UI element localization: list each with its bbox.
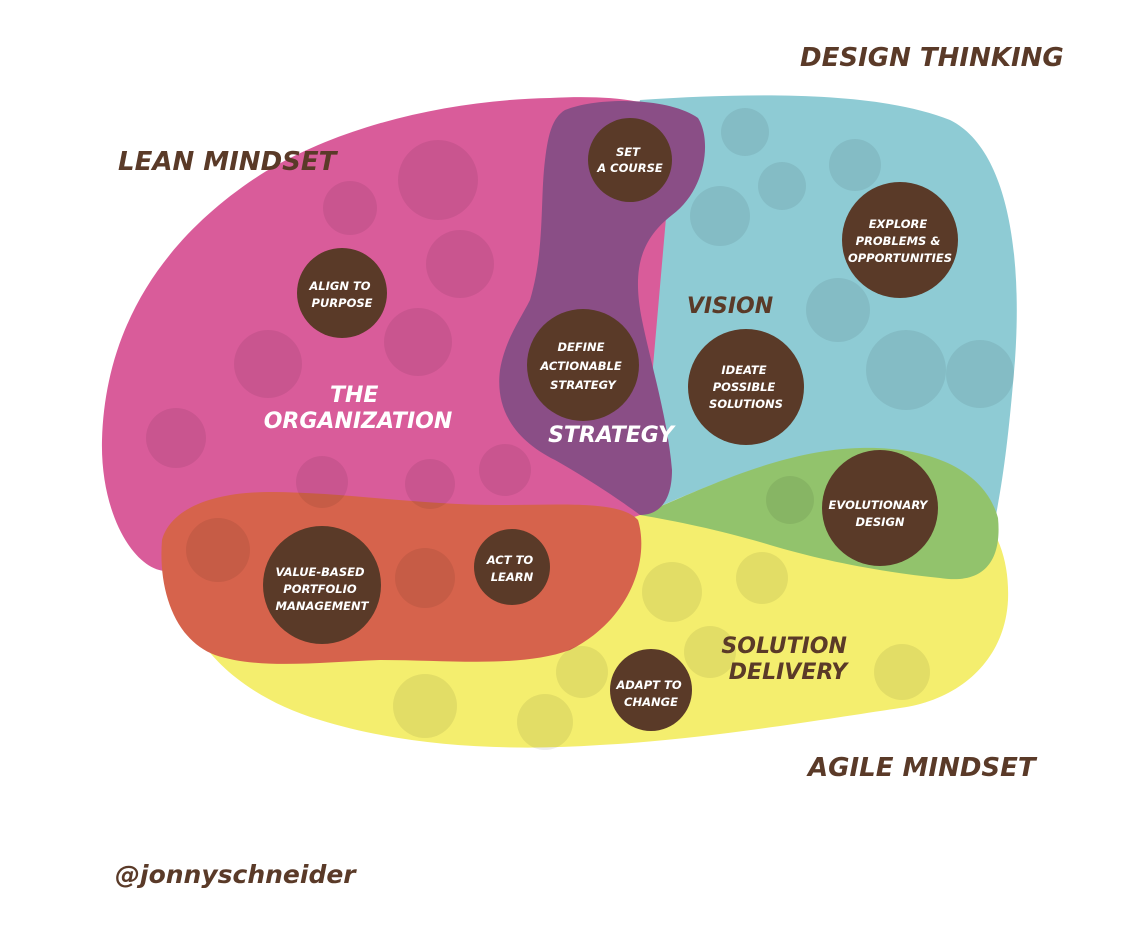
node-align-to-purpose: ALIGN TO PURPOSE	[297, 248, 387, 338]
node-define-actionable-strategy-circle	[527, 309, 639, 421]
node-value-portfolio-circle	[263, 526, 381, 644]
node-evolutionary-design-line-2: DESIGN	[855, 515, 904, 529]
solution-delivery-line-2: DELIVERY	[729, 660, 849, 685]
node-act-to-learn-line-2: LEARN	[491, 570, 534, 584]
svg-text:VALUE-BASED PORTFOLIO: VALUE-BASED PORTFOLIO MANAGEMENT	[275, 565, 369, 613]
node-act-to-learn: ACT TO LEARN	[474, 529, 550, 605]
node-set-a-course-line-1: SET	[616, 145, 641, 159]
node-define-strategy-line-1: DEFINE	[557, 340, 604, 354]
node-explore-problems-line-2: PROBLEMS &	[856, 234, 941, 248]
agile-mindset-label: AGILE MINDSET	[806, 753, 1038, 783]
node-evolutionary-design-line-1: EVOLUTIONARY	[829, 498, 930, 512]
node-align-to-purpose-line-2: PURPOSE	[312, 296, 373, 310]
node-ideate-solutions-circle	[688, 329, 804, 445]
node-set-a-course-line-2: A COURSE	[596, 161, 663, 175]
node-define-strategy-line-3: STRATEGY	[550, 378, 617, 392]
node-define-actionable-strategy: DEFINE ACTIONABLE STRATEGY	[527, 309, 639, 421]
node-value-based-portfolio: VALUE-BASED PORTFOLIO MANAGEMENT	[263, 526, 381, 644]
organization-label-line-1: THE	[330, 383, 378, 408]
node-adapt-to-change-circle	[610, 649, 692, 731]
solution-delivery-label: SOLUTION DELIVERY	[721, 634, 854, 685]
organization-label: THE ORGANIZATION	[264, 383, 453, 434]
vision-label: VISION	[687, 294, 773, 319]
node-align-to-purpose-line-1: ALIGN TO	[308, 279, 370, 293]
node-adapt-to-change: ADAPT TO CHANGE	[610, 649, 692, 731]
lean-mindset-label: LEAN MINDSET	[118, 147, 339, 177]
node-set-a-course: SET A COURSE	[588, 118, 672, 202]
node-set-a-course-circle	[588, 118, 672, 202]
node-explore-problems-line-3: OPPORTUNITIES	[848, 251, 952, 265]
node-adapt-to-change-line-2: CHANGE	[624, 695, 678, 709]
node-adapt-to-change-line-1: ADAPT TO	[615, 678, 681, 692]
node-align-to-purpose-circle	[297, 248, 387, 338]
node-value-portfolio-line-2: PORTFOLIO	[283, 582, 357, 596]
svg-text:EVOLUTIONARY DESIGN: EVOLUTIONARY DESIGN	[829, 498, 932, 529]
organization-label-line-2: ORGANIZATION	[264, 409, 453, 434]
strategy-region	[499, 100, 706, 516]
design-thinking-label: DESIGN THINKING	[800, 43, 1064, 73]
node-ideate-solutions-line-2: POSSIBLE	[713, 380, 776, 394]
node-explore-problems-line-1: EXPLORE	[869, 217, 928, 231]
node-ideate-solutions-line-3: SOLUTIONS	[709, 397, 783, 411]
decorative-bubbles	[146, 108, 1014, 750]
node-evolutionary-design: EVOLUTIONARY DESIGN	[822, 450, 938, 566]
svg-text:IDEATE POSSIBLE SO: IDEATE POSSIBLE SOLUTIONS	[709, 363, 783, 411]
node-act-to-learn-circle	[474, 529, 550, 605]
node-explore-problems: EXPLORE PROBLEMS & OPPORTUNITIES	[842, 182, 958, 298]
node-define-strategy-line-2: ACTIONABLE	[539, 359, 622, 373]
svg-text:ADAPT TO CHANGE: ADAPT TO CHANGE	[615, 678, 685, 709]
strategy-label: STRATEGY	[548, 423, 676, 448]
node-ideate-solutions-line-1: IDEATE	[721, 363, 766, 377]
node-ideate-possible-solutions: IDEATE POSSIBLE SOLUTIONS	[688, 329, 804, 445]
svg-text:DEFINE ACTIONABLE: DEFINE ACTIONABLE STRATEGY	[539, 340, 625, 392]
node-value-portfolio-line-1: VALUE-BASED	[275, 565, 364, 579]
solution-delivery-line-1: SOLUTION	[721, 634, 847, 659]
author-handle: @jonnyschneider	[115, 860, 357, 889]
node-act-to-learn-line-1: ACT TO	[486, 553, 534, 567]
svg-text:SET A COURSE: SET A COURSE	[596, 145, 663, 175]
svg-text:EXPLORE PROBLEMS &: EXPLORE PROBLEMS & OPPORTUNITIES	[848, 217, 952, 265]
node-evolutionary-design-circle	[822, 450, 938, 566]
node-explore-problems-circle	[842, 182, 958, 298]
node-value-portfolio-line-3: MANAGEMENT	[276, 599, 370, 613]
lean-mindset-region	[101, 97, 676, 572]
svg-text:ALIGN TO PURPOSE: ALIGN TO PURPOSE	[308, 279, 374, 310]
svg-text:ACT TO LEARN: ACT TO LEARN	[486, 553, 537, 584]
